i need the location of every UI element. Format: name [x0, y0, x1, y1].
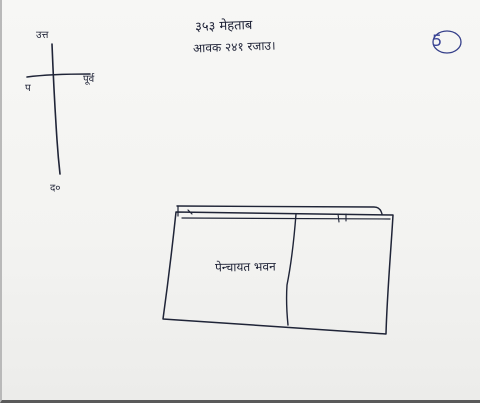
plan-inner-top-line: [181, 217, 391, 220]
plan-top-dimension: [176, 205, 383, 215]
plan-outline: [162, 211, 394, 335]
page-mark: 5: [432, 31, 443, 50]
compass-south-label: द०: [50, 183, 61, 194]
header-line-2: आवक २४१ रजाउ।: [192, 38, 276, 56]
plan-room-label: पेन्चायत भवन: [214, 259, 276, 275]
page-mark-circle: [432, 30, 462, 54]
plan-partition: [285, 213, 297, 326]
compass-east-label: पूर्व: [83, 74, 95, 85]
compass-horizontal-line: [26, 73, 91, 78]
compass-west-label: प: [25, 83, 31, 94]
compass-north-label: उत्त: [36, 30, 49, 41]
header-line-1: ३५३ मेहताब: [194, 18, 253, 35]
compass-vertical-line: [51, 43, 61, 175]
